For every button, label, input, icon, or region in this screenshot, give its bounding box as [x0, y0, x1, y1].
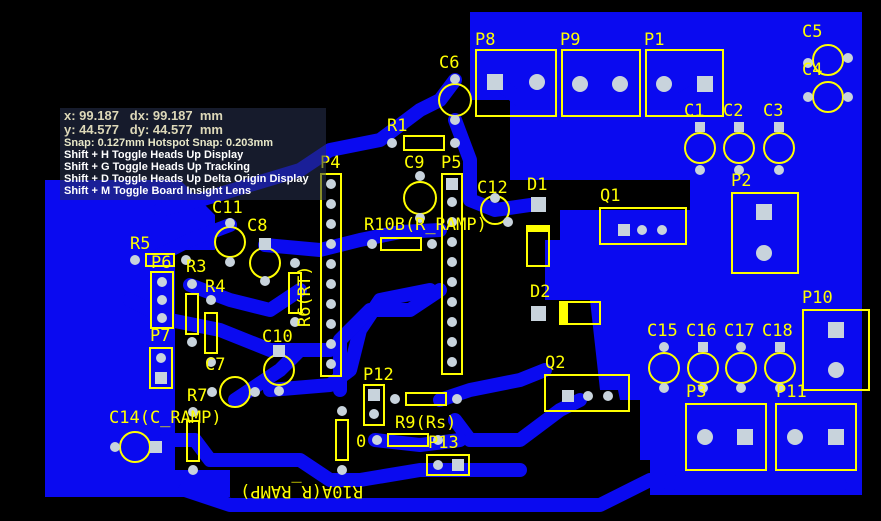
hud-x-coordinate: x: 99.187 dx: 99.187 mm [64, 108, 223, 123]
component-C12[interactable] [480, 193, 513, 227]
component-P1[interactable] [645, 49, 724, 117]
component-P13[interactable] [426, 454, 470, 476]
label-C15: C15 [647, 321, 678, 341]
label-P1: P1 [644, 30, 664, 50]
component-R4[interactable] [204, 295, 218, 367]
label-C3: C3 [763, 101, 783, 121]
label-D1: D1 [527, 175, 547, 195]
component-C16[interactable] [687, 342, 719, 393]
label-Q1: Q1 [600, 186, 620, 206]
component-C14[interactable] [110, 431, 162, 463]
label-P5: P5 [441, 153, 461, 173]
label-C8: C8 [247, 216, 267, 236]
component-D2[interactable] [531, 301, 601, 325]
component-C4[interactable] [803, 81, 853, 113]
label-C10: C10 [262, 327, 293, 347]
label-C12: C12 [477, 178, 508, 198]
component-C6[interactable] [438, 74, 472, 125]
label-R9-value: 0 [356, 432, 366, 452]
label-C4: C4 [802, 60, 822, 80]
hud-snap-info: Snap: 0.127mm Hotspot Snap: 0.203mm [64, 137, 274, 149]
label-P2: P2 [731, 171, 751, 191]
component-P8[interactable] [475, 49, 557, 117]
label-R3: R3 [186, 257, 206, 277]
label-P13: P13 [428, 433, 459, 453]
label-C2: C2 [723, 101, 743, 121]
label-C18: C18 [762, 321, 793, 341]
designator-labels: P8 P9 P1 C5 C4 C6 C1 C2 C3 R1 C9 P5 P4 C… [109, 22, 833, 501]
label-R10A: R10A(R_RAMP) [240, 481, 363, 501]
component-C1[interactable] [684, 122, 716, 175]
label-R9: R9(Rs) [395, 413, 456, 433]
label-C14: C14(C_RAMP) [109, 408, 222, 428]
label-P3: P3 [686, 382, 706, 402]
component-Q1[interactable] [599, 207, 687, 245]
component-R5[interactable] [130, 253, 191, 267]
hud-shortcut: Shift + H Toggle Heads Up Display [64, 149, 244, 161]
heads-up-display: x: 99.187 dx: 99.187 mm y: 44.577 dy: 44… [60, 108, 326, 200]
component-P9[interactable] [561, 49, 641, 117]
component-C8[interactable] [249, 238, 281, 286]
component-P4[interactable] [320, 173, 342, 377]
label-C6: C6 [439, 53, 459, 73]
component-C5[interactable] [803, 44, 853, 76]
label-C11: C11 [212, 198, 243, 218]
component-P6[interactable] [150, 271, 197, 329]
component-P11[interactable] [775, 403, 857, 471]
label-R1: R1 [387, 116, 407, 136]
label-C5: C5 [802, 22, 822, 42]
component-R1[interactable] [387, 135, 460, 151]
component-P5[interactable] [441, 173, 463, 375]
label-R6: R6(RT) [295, 266, 315, 327]
label-P9: P9 [560, 30, 580, 50]
label-P8: P8 [475, 30, 495, 50]
label-R7: R7 [187, 386, 207, 406]
label-C7: C7 [205, 355, 225, 375]
component-C2[interactable] [723, 122, 755, 175]
component-D1[interactable] [526, 197, 550, 267]
label-C9: C9 [404, 153, 424, 173]
component-P7[interactable] [149, 347, 173, 389]
component-C3[interactable] [763, 122, 795, 175]
component-C10[interactable] [263, 345, 295, 396]
component-R7[interactable] [186, 407, 200, 475]
component-R10B[interactable] [367, 237, 437, 251]
label-D2: D2 [530, 282, 550, 302]
component-C18[interactable] [764, 342, 796, 393]
hud-shortcut: Shift + M Toggle Board Insight Lens [64, 185, 252, 197]
component-P10[interactable] [802, 309, 870, 391]
component-R3[interactable] [185, 293, 199, 347]
label-P6: P6 [151, 253, 171, 273]
component-C17[interactable] [725, 342, 757, 393]
component-Q2[interactable] [544, 374, 630, 412]
component-C15[interactable] [648, 342, 680, 393]
component-P12[interactable] [363, 384, 385, 426]
label-C1: C1 [684, 101, 704, 121]
label-R5: R5 [130, 234, 150, 254]
label-R4: R4 [205, 277, 225, 297]
label-C17: C17 [724, 321, 755, 341]
label-R10B: R10B(R_RAMP) [364, 215, 487, 235]
component-R9[interactable] [372, 392, 462, 447]
label-P7: P7 [150, 326, 170, 346]
component-P2[interactable] [731, 192, 799, 274]
label-P11: P11 [776, 382, 807, 402]
copper-pour [45, 12, 862, 497]
component-P3[interactable] [685, 403, 767, 471]
hud-y-coordinate: y: 44.577 dy: 44.577 mm [64, 122, 223, 137]
component-C7[interactable] [207, 376, 260, 408]
label-Q2: Q2 [545, 353, 565, 373]
hud-shortcut: Shift + D Toggle Heads Up Delta Origin D… [64, 173, 309, 185]
label-P10: P10 [802, 288, 833, 308]
label-C16: C16 [686, 321, 717, 341]
component-C11[interactable] [214, 218, 246, 267]
component-R6[interactable] [288, 258, 302, 327]
component-C9[interactable] [403, 171, 437, 223]
component-R10A[interactable] [335, 406, 349, 475]
label-P12: P12 [363, 365, 394, 385]
hud-shortcut: Shift + G Toggle Heads Up Tracking [64, 161, 250, 173]
